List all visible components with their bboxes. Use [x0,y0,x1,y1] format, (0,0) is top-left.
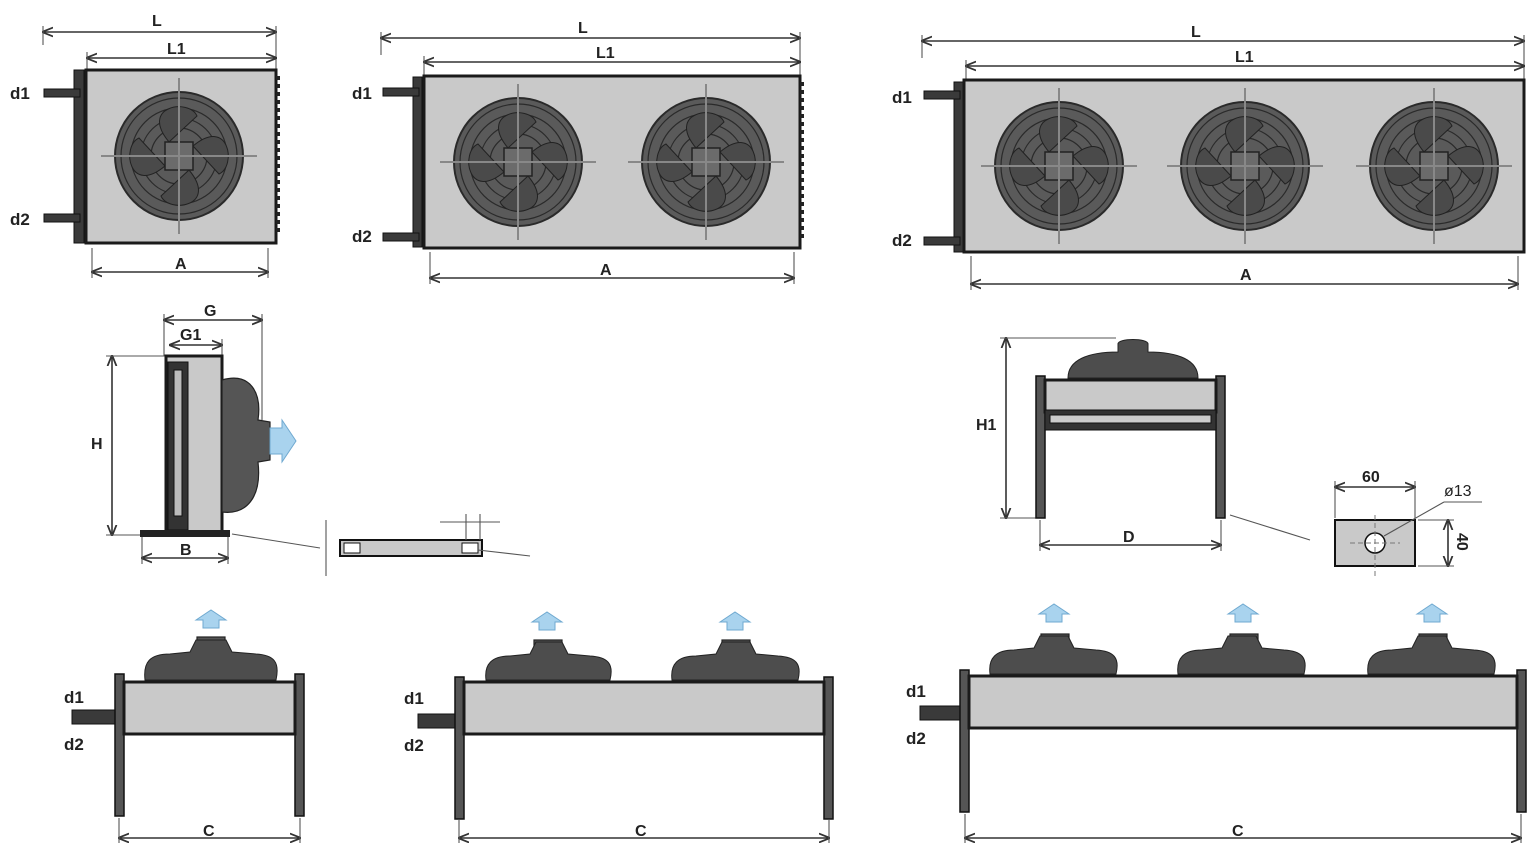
airflow-arrow [530,611,564,631]
label-foot-width: 60 [1362,469,1380,486]
label-foot-height: 40 [1453,533,1470,551]
label-G1: G1 [180,327,201,344]
label-d1: d1 [64,688,84,707]
fan [101,78,257,234]
label-hole-diameter: ø13 [1444,483,1472,500]
side-view: G G1 H B [91,303,531,576]
label-d1: d1 [404,689,424,708]
label-A: A [1240,267,1252,284]
top-view-one-fan: d1 d2 C [64,609,305,843]
top-view-two-fan: d1 d2 C [404,611,834,843]
airflow-arrow [1415,603,1449,623]
label-d1: d1 [892,88,912,107]
label-C: C [635,823,647,840]
label-d1: d1 [10,84,30,103]
airflow-arrow [718,611,752,631]
front-view-two-fan: L L1 d1 d2 [352,20,804,284]
label-L1: L1 [167,41,186,58]
front-view-one-fan: L L1 d1 d2 A [10,13,280,278]
label-C: C [1232,823,1244,840]
fan [981,88,1137,244]
label-L: L [1191,24,1201,41]
label-L: L [578,20,588,37]
end-view: H1 D 60 40 ø13 [976,338,1482,578]
front-view-three-fan: L L1 d1 d2 [892,24,1526,290]
fan [628,84,784,240]
label-L1: L1 [1235,49,1254,66]
airflow-arrow [1226,603,1260,623]
fan [1356,88,1512,244]
label-d2: d2 [352,227,372,246]
label-H1: H1 [976,417,997,434]
label-G: G [204,303,216,320]
label-d2: d2 [404,736,424,755]
label-d2: d2 [64,735,84,754]
label-d2: d2 [892,231,912,250]
airflow-arrow [1037,603,1071,623]
label-d1: d1 [352,84,372,103]
fan [1167,88,1323,244]
airflow-arrow [194,609,228,629]
fan [440,84,596,240]
label-C: C [203,823,215,840]
top-view-three-fan: d1 d2 C [906,603,1527,843]
label-d2: d2 [906,729,926,748]
label-d2: d2 [10,210,30,229]
label-H: H [91,436,103,453]
label-A: A [600,262,612,279]
label-D: D [1123,529,1135,546]
label-L1: L1 [596,45,615,62]
label-B: B [180,542,192,559]
label-A: A [175,256,187,273]
label-L: L [152,13,162,30]
label-d1: d1 [906,682,926,701]
